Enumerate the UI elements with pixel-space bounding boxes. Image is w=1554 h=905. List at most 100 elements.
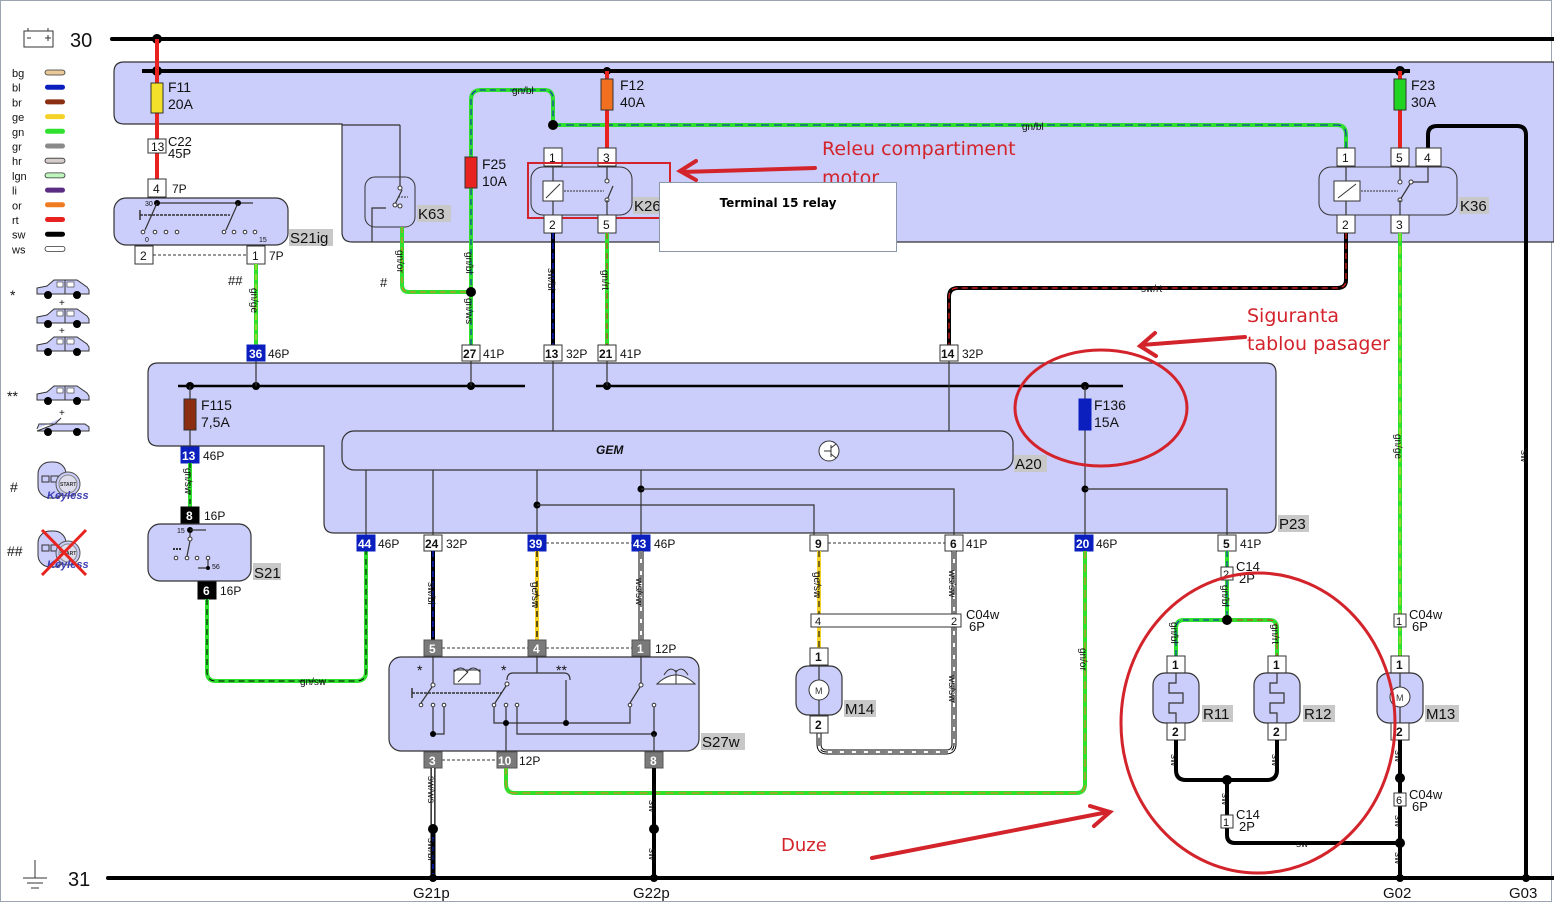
wire-label-ge-sw-m14: ge/sw [811, 572, 822, 599]
relay-k36[interactable] [1318, 166, 1458, 216]
r12-pin-2: 2 [1273, 725, 1280, 739]
k26-pin-1: 1 [549, 151, 556, 165]
legend-swatch-gn [45, 128, 65, 134]
legend-code-gr: gr [12, 142, 22, 154]
wire-label-sw-g03: sw [1518, 450, 1529, 463]
relay-k26[interactable] [530, 166, 633, 216]
fuse-f23-rating: 30A [1411, 94, 1437, 110]
fuse-f25-rating: 10A [482, 173, 508, 189]
p23-pin-20-conn: 46P [1096, 537, 1117, 551]
wire-label-ws-sw-m14-1: ws/sw [946, 569, 957, 598]
legend-code-lgn: lgn [12, 171, 27, 183]
switch-s21-label: S21 [254, 565, 281, 582]
p23-pin-43: 43 [633, 537, 647, 551]
s21ig-pin-1: 1 [252, 249, 259, 263]
wire-label-sw-r12: sw [1269, 754, 1280, 767]
s27w-pin-10-conn: 12P [519, 754, 540, 768]
fuse-f11-name: F11 [168, 79, 191, 95]
car-convertible-icon [36, 417, 90, 436]
p23-pin-21-conn: 41P [620, 347, 641, 361]
s21ig-pin-2: 2 [140, 249, 147, 263]
legend-swatch-rt [45, 217, 65, 222]
wire-label-gn-ws: gn/ws [463, 298, 474, 324]
car-estate-icon [36, 279, 90, 299]
gem-module-a20[interactable] [341, 430, 1014, 471]
k36-pin-5: 5 [1396, 151, 1403, 165]
c04w-pins-m14: 6P [969, 619, 985, 634]
gem-label: GEM [596, 443, 624, 457]
s21-terminal-56: 56 [212, 564, 220, 571]
variant-marker-keyless: # [380, 275, 388, 290]
annotation-passenger-fuse: Siguranta [1247, 305, 1339, 327]
p23-pin-36: 36 [249, 347, 263, 361]
relay-k63-label: K63 [418, 206, 445, 223]
fuse-f12 [600, 78, 614, 111]
legend-code-bg: bg [12, 68, 24, 80]
m13-pin-2: 2 [1396, 725, 1403, 739]
motor-m13-icon: M [1396, 693, 1404, 703]
tooltip-terminal-15-relay: Terminal 15 relay [659, 182, 897, 252]
motor-m14-icon: M [815, 686, 823, 696]
variant-double-hash-marker: ## [7, 543, 23, 559]
arrow-to-k26 [676, 159, 817, 182]
p23-pin-14: 14 [941, 347, 955, 361]
highlight-f136 [1013, 348, 1189, 468]
k36-pin-2: 2 [1342, 218, 1349, 232]
wire-label-sw-ws: sw/ws [425, 776, 436, 803]
relay-k36-label: K36 [1460, 198, 1487, 215]
k26-pin-5: 5 [603, 218, 610, 232]
connector-c04w-strip [810, 613, 962, 628]
legend-swatch-sw [45, 231, 65, 237]
legend-swatch-or [45, 202, 65, 208]
wiper-switch-label: S27w [702, 734, 740, 751]
c14-label-top: C14 [1236, 559, 1260, 574]
legend-code-rt: rt [12, 215, 19, 227]
wire-label-sw-m13-3: sw [1392, 852, 1403, 865]
wire-label-gn-bl-bus: gn/bl [1022, 122, 1044, 133]
c22-pin: 13 [151, 140, 165, 154]
variant-legend: * + + ** + # START Keyless ## START Keyl… [7, 279, 90, 577]
legend-code-ws: ws [11, 244, 26, 256]
k26-pin-2: 2 [549, 218, 556, 232]
s27w-pin-1-conn: 12P [655, 642, 676, 656]
s21ig-terminal-15: 15 [259, 237, 267, 244]
m14-pin-2: 2 [815, 718, 822, 732]
wire-label-gn-bl-c14: gn/bl [1219, 585, 1230, 607]
car-hatchback-icon [36, 308, 90, 328]
legend-swatch-lgn [44, 172, 66, 179]
arrow-to-washer-jets [870, 804, 1115, 860]
wire-label-sw-rt: sw/rt [1141, 284, 1162, 295]
wire-label-sw-m13-2: sw [1392, 815, 1403, 828]
fuse-f115 [183, 398, 197, 431]
s21-pin-8-conn: 16P [204, 509, 225, 523]
ground-point-g03: G03 [1509, 885, 1537, 902]
wire-label-gn-rt-k26: gn/rt [599, 270, 610, 290]
wire-label-gn-sw: gn/sw [300, 677, 327, 688]
ground-point-g21p: G21p [413, 885, 450, 902]
variant-double-star-marker: ** [7, 388, 18, 404]
c04w-pins-m13-bottom: 6P [1412, 799, 1428, 814]
tooltip-text: Terminal 15 relay [719, 196, 837, 210]
wire-label-gn-or: gn/or [394, 250, 405, 273]
p23-pin-13-bottom-conn: 46P [203, 449, 224, 463]
wire-label-sw-s27-1: sw [646, 800, 657, 813]
legend-code-gn: gn [12, 127, 24, 139]
wire-label-gn-ge: gn/ge [248, 288, 259, 313]
crossed-out-icon [40, 528, 88, 577]
highlight-washer-jets [1119, 571, 1397, 875]
variant-marker-no-keyless: ## [228, 273, 243, 288]
fuse-f25-name: F25 [482, 156, 506, 172]
p23-pin-36-conn: 46P [268, 347, 289, 361]
p23-pin-44-conn: 46P [378, 537, 399, 551]
legend-swatch-gr [45, 143, 65, 149]
c14-pins-bottom: 2P [1239, 819, 1255, 834]
legend-code-bl: bl [12, 83, 21, 95]
annotation-passenger-fuse-2: tablou pasager [1247, 333, 1390, 355]
c14-label-bottom: C14 [1236, 807, 1260, 822]
c04w-pin-1: 1 [1396, 616, 1402, 628]
switch-s21 [147, 523, 252, 582]
wire-label-gn-bl-r11: gn/bl [1168, 622, 1179, 644]
s27w-pin-8: 8 [650, 754, 657, 768]
